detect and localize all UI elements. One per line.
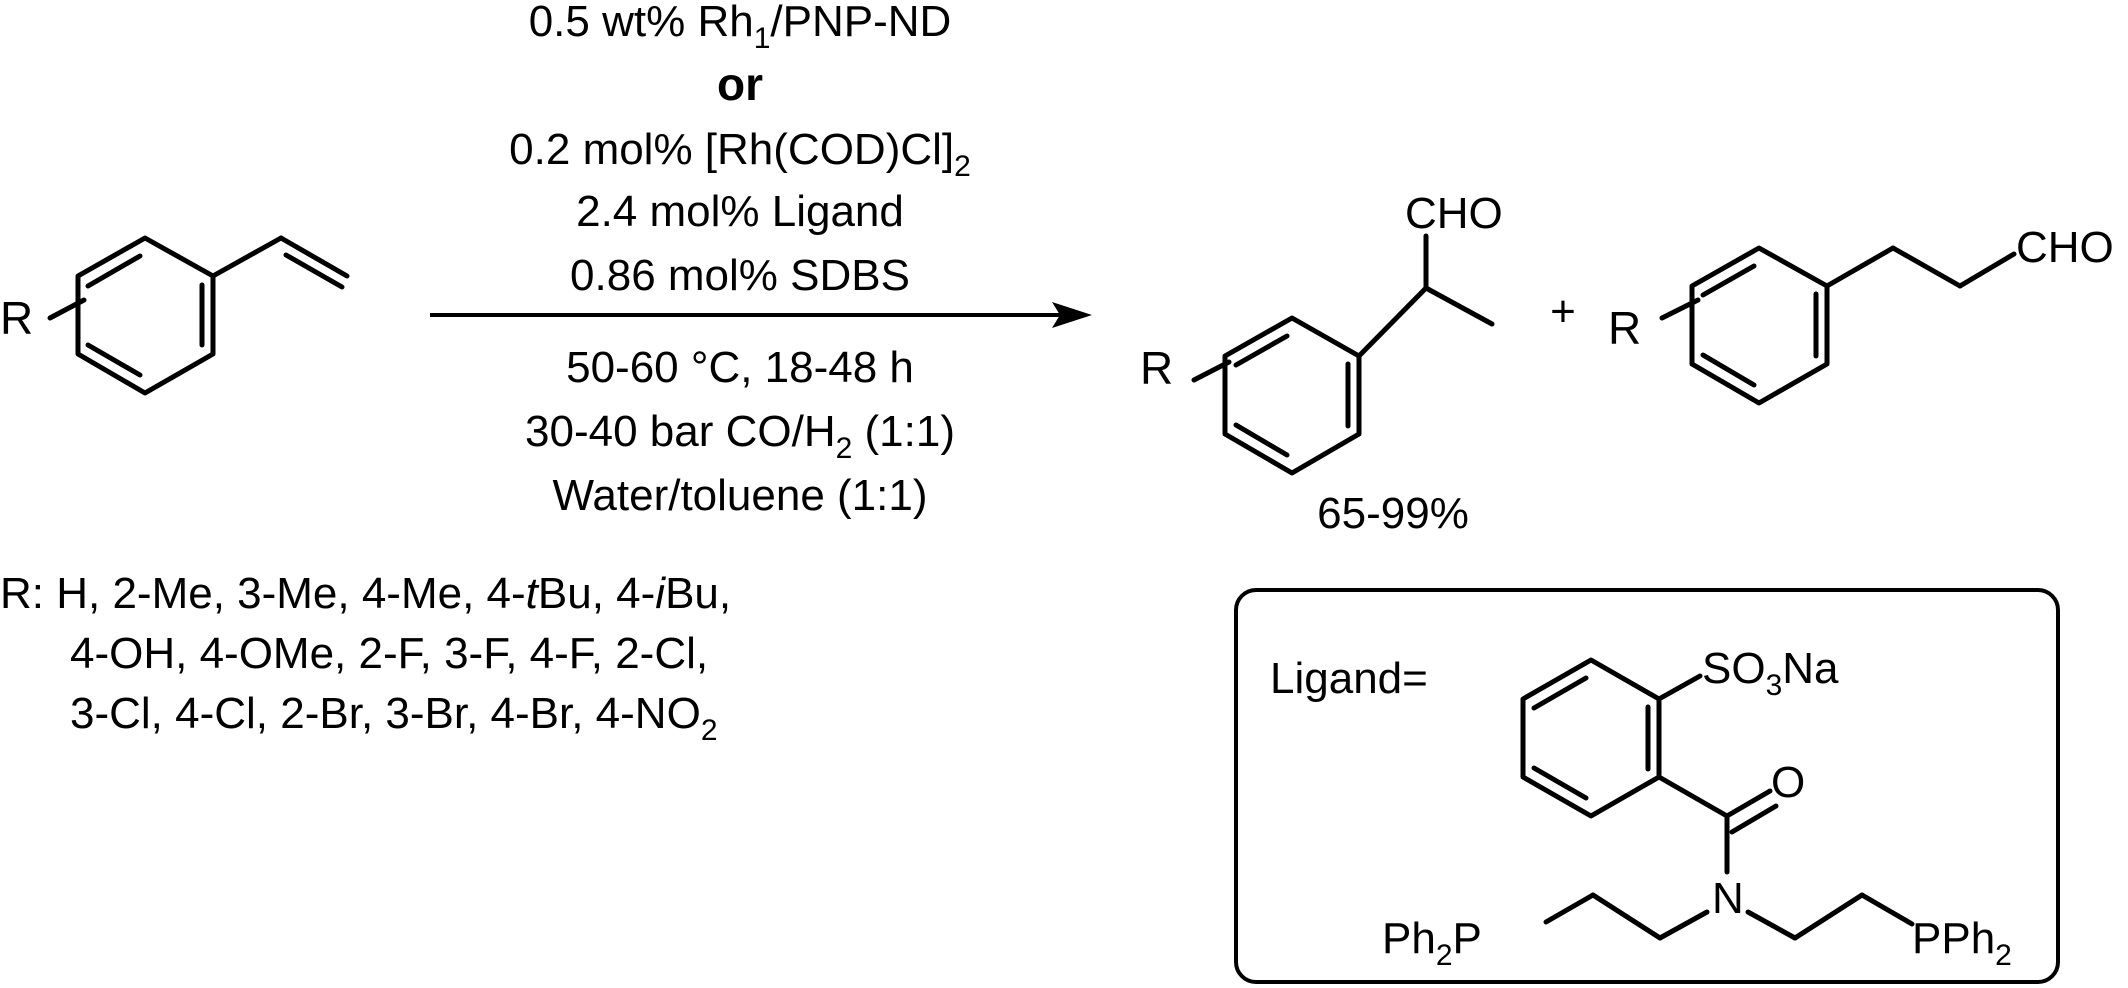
carbonyl-o-label: O — [1771, 758, 1805, 807]
condition-catalyst-2: 0.2 mol% [Rh(COD)Cl]2 — [509, 125, 971, 183]
substituent-list: R: H, 2-Me, 3-Me, 4-Me, 4-tBu, 4-iBu, 4-… — [0, 569, 731, 747]
linear-aldehyde-product: R CHO — [1608, 223, 2114, 406]
ligand-label: Ligand= — [1270, 654, 1428, 703]
substituents-line-2: 4-OH, 4-OMe, 2-F, 3-F, 4-F, 2-Cl, — [70, 629, 708, 678]
right-phosphine-label: PPh2 — [1912, 914, 2012, 972]
branched-aldehyde-product: R CHO 65-99% — [1140, 189, 1503, 538]
condition-temperature-time: 50-60 °C, 18-48 h — [566, 343, 914, 392]
condition-ligand: 2.4 mol% Ligand — [576, 187, 904, 236]
styrene-substrate: R — [0, 235, 350, 396]
condition-or: or — [717, 58, 763, 110]
reaction-arrow — [430, 302, 1092, 328]
branched-r-label: R — [1140, 342, 1173, 394]
substrate-r-label: R — [0, 292, 33, 344]
condition-solvent: Water/toluene (1:1) — [553, 471, 928, 520]
branched-cho-label: CHO — [1405, 189, 1503, 238]
linear-cho-label: CHO — [2016, 223, 2114, 272]
substituents-line-1: R: H, 2-Me, 3-Me, 4-Me, 4-tBu, 4-iBu, — [0, 569, 731, 618]
amide-n-label: N — [1712, 874, 1744, 923]
plus-sign: + — [1550, 287, 1576, 336]
left-phosphine-label: Ph2P — [1382, 914, 1482, 972]
condition-pressure: 30-40 bar CO/H2 (1:1) — [525, 407, 955, 465]
condition-sdbs: 0.86 mol% SDBS — [570, 251, 910, 300]
ligand-box: Ligand= SO3Na O N Ph2P PPh2 — [1234, 588, 2060, 984]
substituents-line-3: 3-Cl, 4-Cl, 2-Br, 3-Br, 4-Br, 4-NO2 — [70, 689, 718, 747]
sulfonate-label: SO3Na — [1702, 644, 1839, 702]
reaction-conditions: 0.5 wt% Rh1/PNP-ND or 0.2 mol% [Rh(COD)C… — [430, 0, 1092, 520]
condition-catalyst-1: 0.5 wt% Rh1/PNP-ND — [529, 0, 952, 55]
yield-label: 65-99% — [1317, 489, 1469, 538]
linear-r-label: R — [1608, 302, 1641, 354]
